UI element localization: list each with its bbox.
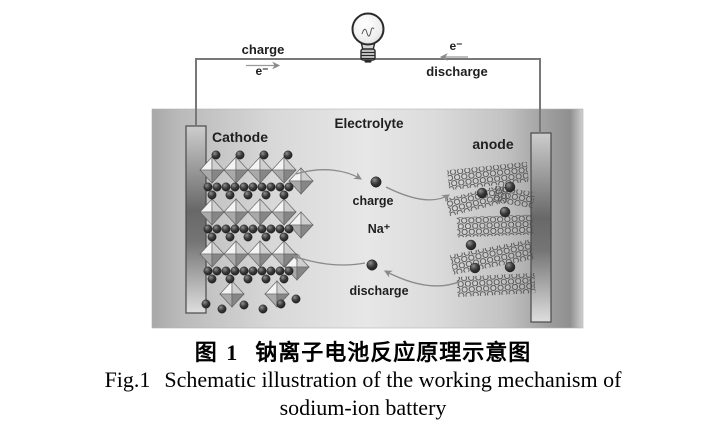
charge-path-label: charge (352, 194, 394, 208)
sodium-ion-label: Na⁺ (367, 222, 391, 236)
caption-chinese-title: 钠离子电池反应原理示意图 (255, 340, 532, 365)
sodium-ion-discharge (366, 259, 378, 271)
battery-schematic (151, 12, 584, 329)
caption-english-line2: sodium-ion battery (279, 395, 447, 420)
caption-english-line1: Fig.1 Schematic illustration of the worki… (0, 366, 726, 394)
caption-chinese-number: 图 1 (194, 340, 240, 365)
discharge-arrow-1 (291, 254, 366, 266)
ion-path-arrows (291, 169, 462, 287)
electron-label-left: e⁻ (255, 64, 269, 78)
cathode-electrode (185, 125, 207, 314)
discharge-arrow-2 (383, 270, 462, 287)
sodium-ion-charge (370, 176, 382, 188)
electron-label-right: e⁻ (449, 39, 463, 53)
discharge-path-label: discharge (349, 284, 409, 298)
caption-chinese: 图 1 钠离子电池反应原理示意图 (0, 339, 726, 366)
electrolyte-label: Electrolyte (334, 116, 404, 131)
anode-layered-carbon (445, 161, 536, 298)
cathode-crystal-structure (199, 150, 314, 314)
figure-caption: 图 1 钠离子电池反应原理示意图 Fig.1 Schematic illustrat… (0, 339, 726, 422)
caption-english-number: Fig.1 (104, 367, 151, 392)
light-bulb-icon (351, 12, 385, 63)
charge-direction-label: charge (241, 42, 285, 57)
charge-arrow-1 (295, 169, 362, 180)
anode-label: anode (472, 136, 514, 152)
charge-arrow-2 (385, 186, 450, 202)
cathode-label: Cathode (212, 129, 268, 145)
discharge-direction-label: discharge (426, 64, 488, 79)
caption-english-title: Schematic illustration of the working me… (164, 367, 622, 392)
anode-electrode (530, 132, 552, 323)
